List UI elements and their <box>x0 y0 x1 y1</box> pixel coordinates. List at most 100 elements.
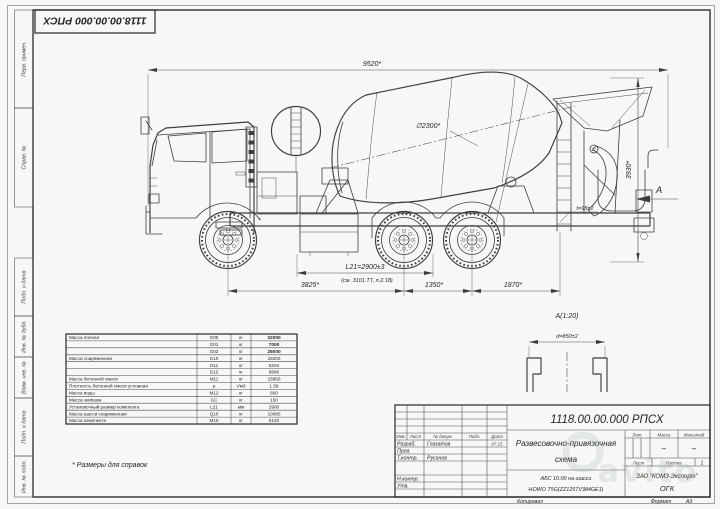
table-row: Масса комплекта M10 кг 5120 <box>69 418 280 423</box>
cell-code: G11 <box>210 363 219 368</box>
col-date: Дата <box>490 434 503 439</box>
cell-code: ρ <box>213 384 216 389</box>
cell-code: L21 <box>210 404 218 409</box>
cell-code: G01 <box>210 342 219 347</box>
name-tcontrol: Русанов <box>427 456 447 462</box>
dim-thickness: t=95±2 <box>577 206 594 212</box>
col-list: Лист <box>409 434 422 439</box>
cell-unit: т/м3 <box>236 384 246 389</box>
watermark-text: avito <box>598 452 699 490</box>
cell-code: Q10 <box>210 411 219 416</box>
cell-value: 15850 <box>268 377 281 382</box>
cell-unit: кг <box>239 377 243 382</box>
lit-label: Лит. <box>631 432 642 437</box>
row-developed: Разраб. <box>397 442 416 448</box>
margin-label: Подп. и дата <box>22 410 28 443</box>
cell-value: 1.59 <box>270 384 279 389</box>
cell-value: 150 <box>270 397 278 402</box>
cell-unit: кг <box>239 335 243 340</box>
dim-mount: L21=2900±3 <box>345 264 384 271</box>
department: ОГК <box>660 484 675 493</box>
sheets-label: Листов <box>665 460 683 465</box>
cell-value: 7000 <box>269 342 280 348</box>
col-izm: Изм. <box>396 434 405 439</box>
drawing-title-line2: схема <box>555 455 578 464</box>
mass-value: – <box>661 444 667 453</box>
drawing-title-line1: Развесовочно-привязочная <box>516 439 617 448</box>
cell-label: Масса полная <box>69 335 100 340</box>
mass-label: Масса <box>658 432 672 437</box>
format-value: А3 <box>685 499 692 505</box>
cell-code: G00 <box>210 335 219 340</box>
cell-label: Масса бетонной смеси <box>69 376 118 382</box>
water-tank <box>270 105 322 172</box>
scale-value: – <box>691 444 697 453</box>
dim-bogie-spacing: 1350* <box>425 282 444 289</box>
dim-rear-overhang: 1870* <box>504 282 523 289</box>
table-row: Установочный размер комплекта L21 мм 290… <box>69 403 280 409</box>
drawing-frame: Перв. примен. Справ. № Подп. и дата Инв.… <box>7 5 715 504</box>
table-row: Плотность бетонной смеси условная ρ т/м3… <box>69 383 279 389</box>
cell-code: G02 <box>210 349 219 354</box>
sheets-value: 1 <box>701 461 704 467</box>
dimension-lines: 9520* ∅2300* 3930* 3825* 1350* 1870* L21… <box>147 61 678 357</box>
reference-footnote: * Размеры для справок <box>72 461 148 469</box>
cell-label: Масса шасси снаряженная <box>69 411 127 416</box>
margin-label: Инв. № подл. <box>22 460 28 493</box>
margin-label: Инв. № дубл. <box>22 320 28 353</box>
detail-dim: d=850±2 <box>556 334 578 340</box>
cell-value: 5204 <box>269 363 280 368</box>
table-row: Масса снаряженная G10 кг 15200 <box>69 356 281 361</box>
truck-cab <box>140 116 261 236</box>
cell-value: 5120 <box>269 418 280 423</box>
table-row: Масса шасси снаряженная Q10 кг 10080 <box>69 411 281 416</box>
stamp-doc-number: 1118.00.00.000 РПСХ <box>42 15 146 27</box>
cell-unit: кг <box>239 342 243 347</box>
cell-unit: мм <box>238 404 244 409</box>
table-row: Масса экипажа GC кг 150 <box>69 397 278 402</box>
margin-label: Подп. и дата <box>22 270 28 303</box>
cell-unit: кг <box>239 356 243 361</box>
mass-table: Масса полная G00 кг 32000 G01 кг 7000 G0… <box>65 333 298 425</box>
detail-view-a: А(1:20) d=850±2 <box>526 313 608 392</box>
dim-front-wheelbase: 3825* <box>301 282 320 289</box>
row-approved: Утв. <box>397 484 409 490</box>
col-sign: Подп. <box>469 434 481 439</box>
name-developed: Глазатов <box>427 442 451 448</box>
cell-unit: кг <box>239 411 243 416</box>
cell-value: 32000 <box>267 335 281 341</box>
title-block: 1118.00.00.000 РПСХ Изм. Лист № докум. П… <box>394 404 711 505</box>
margin-label: Взам. инв. № <box>22 361 28 394</box>
cell-label: Масса воды <box>69 391 95 396</box>
table-row: G11 кг 5204 <box>210 363 280 368</box>
cell-unit: кг <box>239 363 243 368</box>
cell-label: Плотность бетонной смеси условная <box>69 383 148 389</box>
table-row: Масса полная G00 кг 32000 <box>69 335 281 341</box>
dim-overall-height: 3930* <box>626 161 633 180</box>
dim-drum-diameter: ∅2300* <box>416 123 441 130</box>
cell-code: M12 <box>210 391 219 396</box>
cell-value: 800 <box>270 391 278 396</box>
date-developed: 07.15 <box>492 441 504 446</box>
table-row: G01 кг 7000 <box>210 342 280 348</box>
cell-label: Масса комплекта <box>69 418 106 423</box>
view-arrow-label: А <box>655 185 662 196</box>
row-ncontrol: Н.контр. <box>397 477 419 483</box>
mixer-drum <box>315 71 576 223</box>
dim-overall-length: 9520* <box>363 61 382 68</box>
cell-code: G12 <box>210 370 219 375</box>
cell-code: M10 <box>210 418 219 423</box>
rear-hopper-and-chute <box>552 86 659 240</box>
margin-label: Справ. № <box>22 145 28 169</box>
cell-value: 25000 <box>267 349 281 355</box>
copied-label: Копировал <box>517 499 543 505</box>
company-name: ЗАО "КОМЗ-Экспорт" <box>636 474 699 480</box>
cell-value: 9996 <box>269 370 280 375</box>
cell-value: 2900 <box>269 404 280 409</box>
cell-label: Установочный размер комплекта <box>69 403 140 409</box>
cell-code: GC <box>211 397 219 402</box>
cell-code: G10 <box>210 356 219 361</box>
dim-mount-ref: (см. 3101.ТТ, п.2.18) <box>341 278 393 284</box>
table-row: G02 кг 25000 <box>210 349 281 355</box>
